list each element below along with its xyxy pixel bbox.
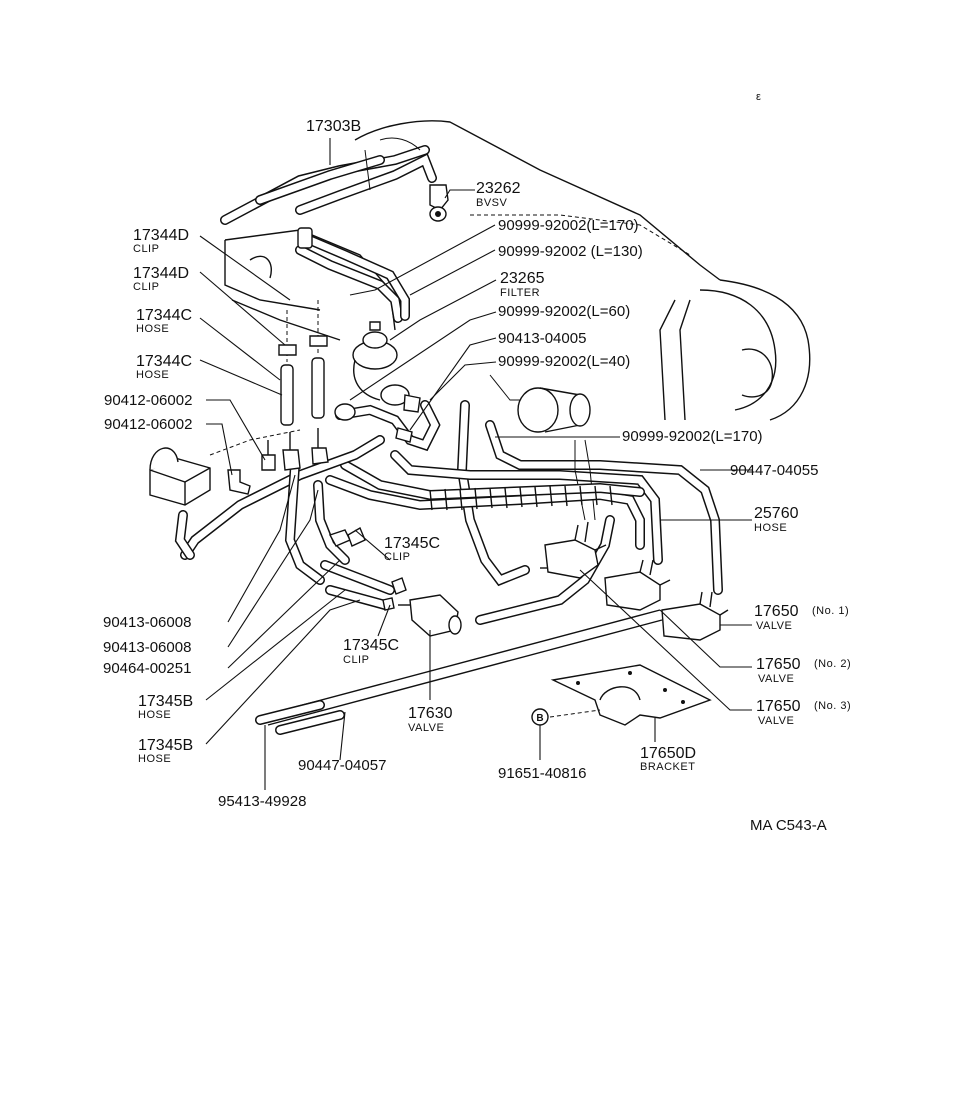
vsv-valve-no2 <box>604 559 671 611</box>
callout-90447-04057: 90447-04057 <box>298 757 386 774</box>
upper-hose-bundle <box>220 137 437 225</box>
reference-code: MA C543-A <box>750 817 827 834</box>
callout-17630-desc: VALVE <box>408 722 444 734</box>
callout-17344d-b: 17344D <box>133 265 189 282</box>
callout-23262: 23262 <box>476 180 521 197</box>
callout-labels: 17303B 23262 BVSV 90999-92002(L=170) 909… <box>103 118 851 810</box>
engine-outline <box>224 120 811 421</box>
left-connectors <box>227 428 329 495</box>
bracket-17650d <box>549 664 712 726</box>
callout-95413-49928: 95413-49928 <box>218 793 306 810</box>
callout-90999-l170-top: 90999-92002(L=170) <box>498 217 639 234</box>
callout-25760-desc: HOSE <box>754 522 787 534</box>
callout-17344d-a: 17344D <box>133 227 189 244</box>
callout-17345c-a: 17345C <box>384 535 440 552</box>
callout-90447-04055: 90447-04055 <box>730 462 818 479</box>
callout-17344c-a-desc: HOSE <box>136 323 169 335</box>
callout-17345b-b: 17345B <box>138 737 193 754</box>
vacuum-line-set <box>295 227 410 323</box>
callout-23265: 23265 <box>500 270 545 287</box>
callout-91651-40816: 91651-40816 <box>498 765 586 782</box>
callout-17650-no3-suffix: (No. 3) <box>814 700 851 712</box>
stray-mark: ε <box>756 91 761 103</box>
callout-90999-l40: 90999-92002(L=40) <box>498 353 630 370</box>
callout-23262-desc: BVSV <box>476 197 508 209</box>
vsv-valve-no1 <box>661 591 729 641</box>
vsv-valve-no3 <box>540 521 607 579</box>
bvsv-part <box>429 184 449 222</box>
callout-17650-no1: 17650 <box>754 603 799 620</box>
callout-17344d-a-desc: CLIP <box>133 243 159 255</box>
callout-17650d: 17650D <box>640 745 696 762</box>
callout-90999-l60: 90999-92002(L=60) <box>498 303 630 320</box>
callout-17345b-b-desc: HOSE <box>138 753 171 765</box>
callout-17650-no2-suffix: (No. 2) <box>814 658 851 670</box>
callout-17344c-a: 17344C <box>136 307 192 324</box>
callout-17345c-b: 17345C <box>343 637 399 654</box>
bolt-marker: B <box>531 708 549 726</box>
callout-17345b-a-desc: HOSE <box>138 709 171 721</box>
callout-17344d-b-desc: CLIP <box>133 281 159 293</box>
lower-left-hoses <box>320 526 407 611</box>
callout-17650-no2-desc: VALVE <box>758 673 794 685</box>
callout-25760: 25760 <box>754 505 799 522</box>
callout-90412-06002-b: 90412-06002 <box>104 416 192 433</box>
small-hose-cluster <box>334 394 441 452</box>
callout-17650-no1-suffix: (No. 1) <box>812 605 849 617</box>
left-module <box>149 447 211 560</box>
callout-90999-l170-mid: 90999-92002(L=170) <box>622 428 763 445</box>
callout-17345b-a: 17345B <box>138 693 193 710</box>
callout-90412-06002-a: 90412-06002 <box>104 392 192 409</box>
valve-17630 <box>398 594 462 637</box>
callout-17650-no1-desc: VALVE <box>756 620 792 632</box>
callout-17650-no2: 17650 <box>756 656 801 673</box>
callout-90999-l130: 90999-92002 (L=130) <box>498 243 643 260</box>
corrugated-sleeve <box>429 485 613 511</box>
callout-90413-06008-a: 90413-06008 <box>103 614 191 631</box>
callout-17303b: 17303B <box>306 118 361 135</box>
callout-23265-desc: FILTER <box>500 287 540 299</box>
filter-part <box>352 321 410 406</box>
main-hose-routing <box>180 400 723 625</box>
callout-17345c-a-desc: CLIP <box>384 551 410 563</box>
callout-17344c-b-desc: HOSE <box>136 369 169 381</box>
callout-17650-no3-desc: VALVE <box>758 715 794 727</box>
bolt-marker-letter: B <box>536 713 543 724</box>
callout-17344c-b: 17344C <box>136 353 192 370</box>
callout-17650-no3: 17650 <box>756 698 801 715</box>
long-vacuum-pipe <box>255 609 663 735</box>
vacuum-canister <box>489 374 591 433</box>
callout-90413-06008-b: 90413-06008 <box>103 639 191 656</box>
leader-lines <box>199 138 752 790</box>
callout-17630: 17630 <box>408 705 453 722</box>
callout-90464-00251: 90464-00251 <box>103 660 191 677</box>
left-vertical-hoses <box>209 300 328 456</box>
callout-17345c-b-desc: CLIP <box>343 654 369 666</box>
callout-90413-04005: 90413-04005 <box>498 330 586 347</box>
callout-17650d-desc: BRACKET <box>640 761 695 773</box>
